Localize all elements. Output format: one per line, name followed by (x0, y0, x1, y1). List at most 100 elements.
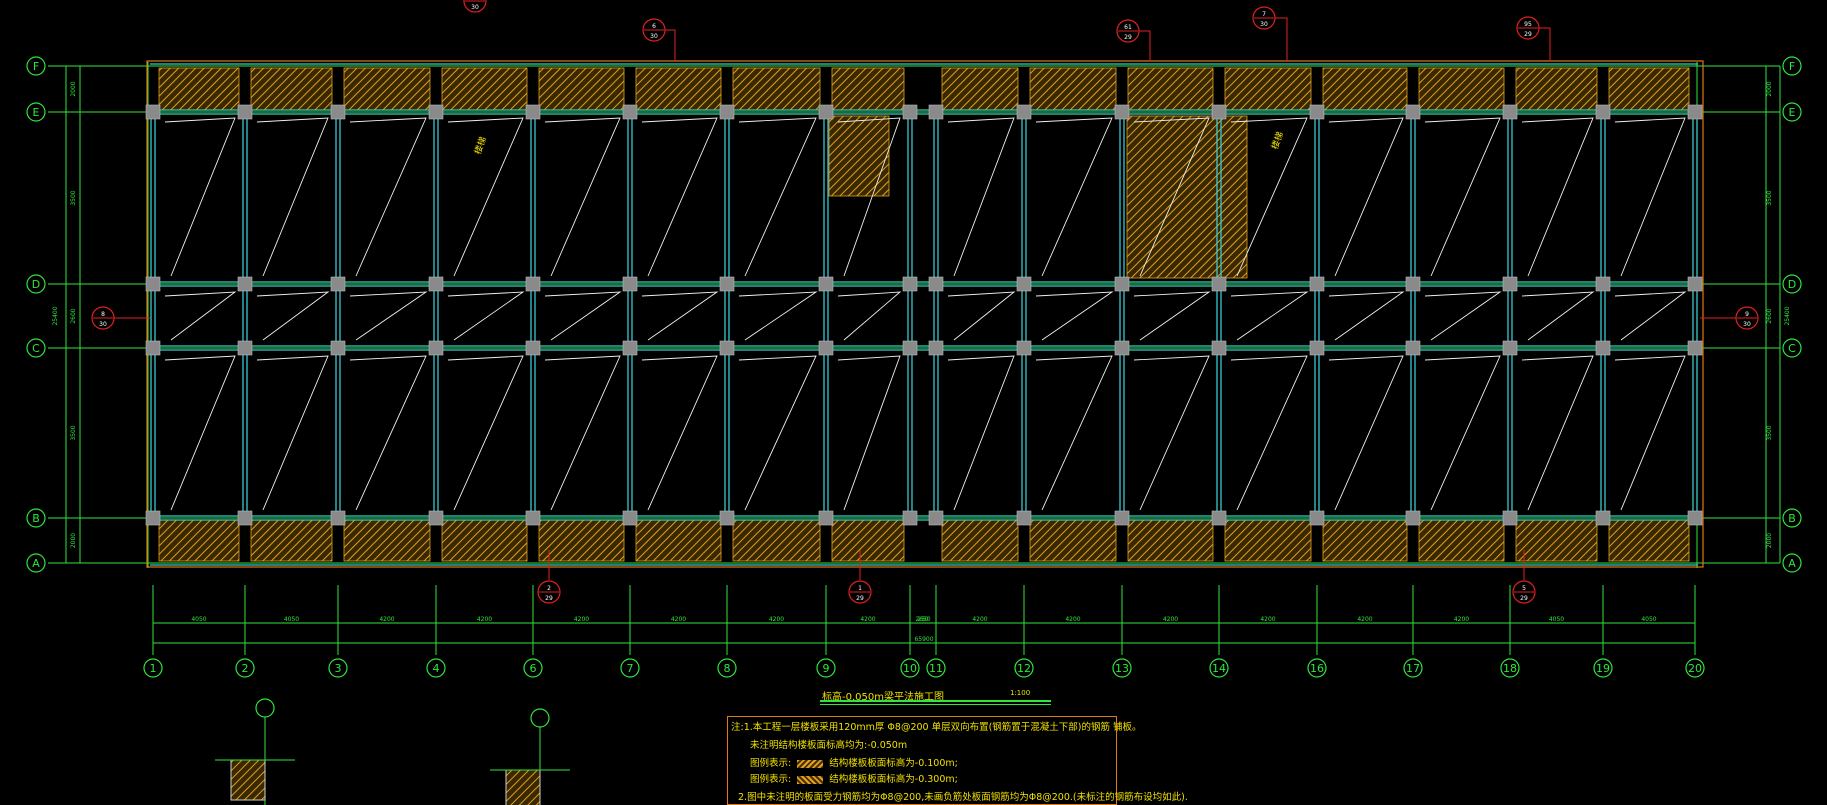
callout-sheet-1: 30 (650, 33, 658, 40)
small-gap-label: 250 (917, 616, 929, 623)
column-9-C (818, 340, 834, 356)
row-spacing-3-left: 3500 (70, 425, 77, 440)
column-13-C (1114, 340, 1130, 356)
slab-line-10-2 (1035, 355, 1113, 511)
column-spacing-1: 4050 (284, 616, 299, 623)
hatch-top-15 (1515, 67, 1598, 111)
slab-line-7-0 (837, 117, 901, 277)
column-17-D (1405, 276, 1421, 292)
column-2-D (237, 276, 253, 292)
hatch-bottom-3 (441, 519, 528, 562)
axis-bubble-col-8 (717, 658, 737, 678)
hatch-top-11 (1127, 67, 1214, 111)
column-3-C (330, 340, 346, 356)
slab-line-12-2 (1230, 355, 1308, 511)
column-3-B (330, 510, 346, 526)
slab-line-3-2 (447, 355, 524, 511)
column-spacing-13: 4200 (1357, 616, 1372, 623)
hatch-bottom-16 (1608, 519, 1690, 562)
hatch-top-12 (1224, 67, 1312, 111)
column-6-C (525, 340, 541, 356)
hatch-top-16 (1608, 67, 1690, 111)
axis-label-col-3: 3 (335, 662, 342, 675)
hatch-stair-core (1126, 115, 1248, 279)
column-1-E (145, 104, 161, 120)
column-11-B (928, 510, 944, 526)
slab-line-13-2 (1328, 355, 1404, 511)
column-spacing-4: 4200 (574, 616, 589, 623)
slab-line-15-1 (1521, 291, 1595, 341)
axis-bubble-col-9 (816, 658, 836, 678)
column-6-B (525, 510, 541, 526)
total-height-right: 25400 (1784, 306, 1791, 325)
column-6-E (525, 104, 541, 120)
column-1-D (145, 276, 161, 292)
column-6-D (525, 276, 541, 292)
total-width-label: 65900 (914, 636, 933, 643)
notes-box: 注:1.本工程一层楼板采用120mm厚 Φ8@200 单层双向布置(钢筋置于混凝… (727, 716, 1188, 805)
callout-sheet-3: 30 (1260, 21, 1268, 28)
column-12-E (1016, 104, 1032, 120)
column-spacing-5: 4200 (671, 616, 686, 623)
axis-label-col-1: 1 (150, 662, 157, 675)
axis-label-col-16: 16 (1310, 662, 1324, 675)
hatch-top-6 (732, 67, 821, 111)
axis-bubble-col-19 (1593, 658, 1613, 678)
row-spacing-3-right: 3500 (1766, 425, 1773, 440)
axis-bubble-col-17 (1403, 658, 1423, 678)
callout-leader-1 (665, 29, 676, 62)
column-16-E (1309, 104, 1325, 120)
column-20-D (1687, 276, 1703, 292)
drawing-title: 标高-0.050m梁平法施工图 (822, 692, 944, 703)
column-spacing-16: 4050 (1641, 616, 1656, 623)
hatch-top-4 (538, 67, 625, 111)
callout-num-2: 61 (1124, 24, 1132, 31)
column-12-C (1016, 340, 1032, 356)
slab-line-11-1 (1133, 291, 1211, 341)
title-underline (820, 700, 1051, 702)
column-13-D (1114, 276, 1130, 292)
callout-sheet-0: 30 (99, 321, 107, 328)
slab-line-16-0 (1614, 117, 1686, 277)
column-17-B (1405, 510, 1421, 526)
row-spacing-1-left: 3500 (70, 190, 77, 205)
legend-swatch-1 (797, 759, 824, 768)
axis-bubble-col-6 (523, 658, 543, 678)
column-19-C (1595, 340, 1611, 356)
axis-bubble-D-left (26, 274, 46, 294)
column-9-D (818, 276, 834, 292)
slab-line-13-0 (1328, 117, 1404, 277)
legend-prefix-2: 图例表示: (750, 774, 792, 785)
axis-bubble-col-16 (1307, 658, 1327, 678)
axis-bubble-col-2 (235, 658, 255, 678)
slab-line-13-1 (1328, 291, 1405, 341)
callout-num-4: 95 (1524, 21, 1532, 28)
slab-line-5-2 (641, 355, 718, 511)
detail-bubble-0 (255, 698, 275, 718)
hatch-bottom-14 (1418, 519, 1505, 562)
axis-label-col-18: 18 (1503, 662, 1517, 675)
axis-label-col-2: 2 (242, 662, 249, 675)
column-14-E (1211, 104, 1227, 120)
axis-label-col-7: 7 (627, 662, 634, 675)
slab-line-6-1 (738, 291, 818, 341)
axis-bubble-col-13 (1112, 658, 1132, 678)
slab-line-7-2 (837, 355, 901, 511)
detail-section-0 (230, 759, 266, 801)
axis-label-F-right: F (1789, 60, 1795, 73)
axis-bubble-B-right (1782, 508, 1802, 528)
slab-line-4-2 (544, 355, 621, 511)
callout-num-5: 9 (1745, 311, 1749, 318)
column-18-B (1502, 510, 1518, 526)
axis-label-col-19: 19 (1596, 662, 1610, 675)
hatch-top-5 (635, 67, 722, 111)
column-18-D (1502, 276, 1518, 292)
column-10-C (902, 340, 918, 356)
axis-label-C-right: C (1788, 342, 1796, 355)
hatch-bottom-1 (250, 519, 333, 562)
column-spacing-15: 4050 (1549, 616, 1564, 623)
legend-swatch-2 (797, 775, 824, 784)
axis-bubble-col-18 (1500, 658, 1520, 678)
